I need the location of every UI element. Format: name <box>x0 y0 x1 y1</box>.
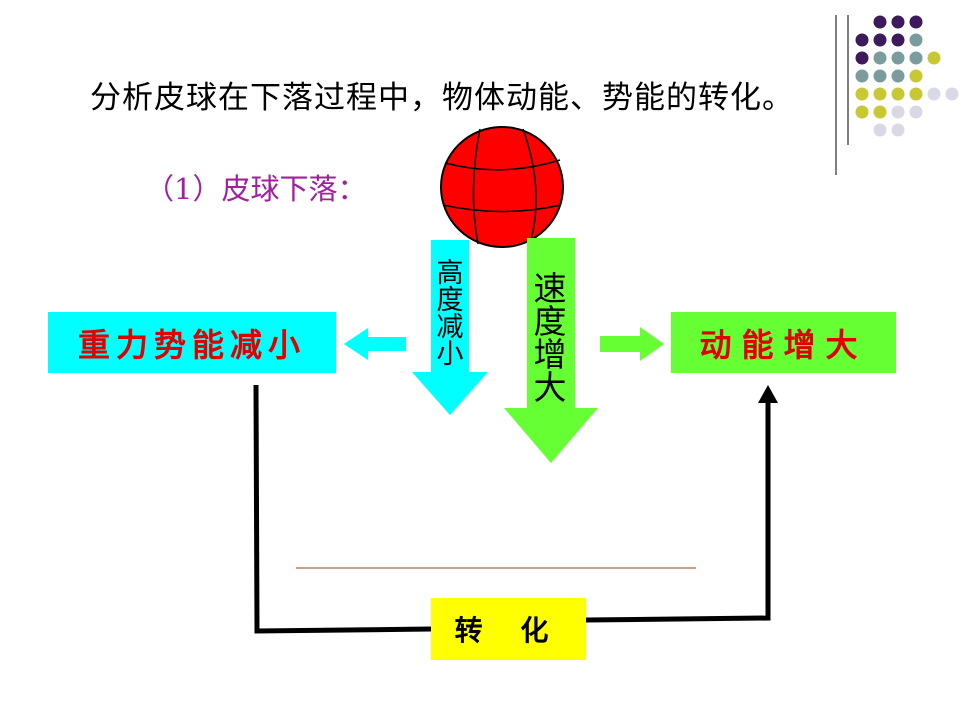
height-decrease-label: 高度减小 <box>436 258 464 370</box>
decorative-dot <box>909 33 923 47</box>
conversion-box: 转 化 <box>431 598 586 660</box>
speed-increase-arrow <box>504 238 598 463</box>
decorative-dot <box>927 51 941 65</box>
page-title: 分析皮球在下落过程中，物体动能、势能的转化。 <box>90 80 794 116</box>
decorative-dot <box>873 123 887 137</box>
decorative-dot <box>891 105 905 119</box>
decorative-dot <box>855 105 869 119</box>
ball-icon <box>440 126 564 248</box>
decorative-dot <box>891 87 905 101</box>
step-label: （1）皮球下落： <box>145 172 367 206</box>
left-arrow-icon <box>344 328 406 360</box>
decorative-dot <box>855 51 869 65</box>
decorative-dot <box>873 15 887 29</box>
decorative-dot <box>873 69 887 83</box>
decorative-dot <box>873 51 887 65</box>
decorative-dot <box>909 69 923 83</box>
conversion-loop-line <box>253 384 432 634</box>
conversion-loop-line <box>585 400 771 623</box>
height-decrease-arrow <box>412 240 488 415</box>
decorative-dot <box>891 15 905 29</box>
decorative-dot <box>873 87 887 101</box>
decorative-dot <box>909 87 923 101</box>
decorative-dot <box>891 69 905 83</box>
decorative-dot <box>927 87 941 101</box>
decorative-dot <box>891 51 905 65</box>
right-arrow-icon <box>600 327 664 361</box>
decorative-dot <box>855 69 869 83</box>
decorative-dot <box>855 87 869 101</box>
decorative-dot-grid <box>855 15 959 137</box>
decorative-dot <box>891 33 905 47</box>
decorative-dot <box>909 15 923 29</box>
up-arrowhead-icon <box>758 385 778 403</box>
decorative-dot <box>855 33 869 47</box>
kinetic-energy-box: 动能增大 <box>671 312 896 373</box>
decorative-dot <box>945 87 959 101</box>
decorative-dot <box>909 51 923 65</box>
decorative-dot <box>891 123 905 137</box>
decorative-dot <box>873 105 887 119</box>
decorative-dot <box>873 33 887 47</box>
decorative-dot <box>909 105 923 119</box>
potential-energy-box: 重力势能减小 <box>48 312 336 373</box>
speed-increase-label: 速度增大 <box>533 269 567 407</box>
